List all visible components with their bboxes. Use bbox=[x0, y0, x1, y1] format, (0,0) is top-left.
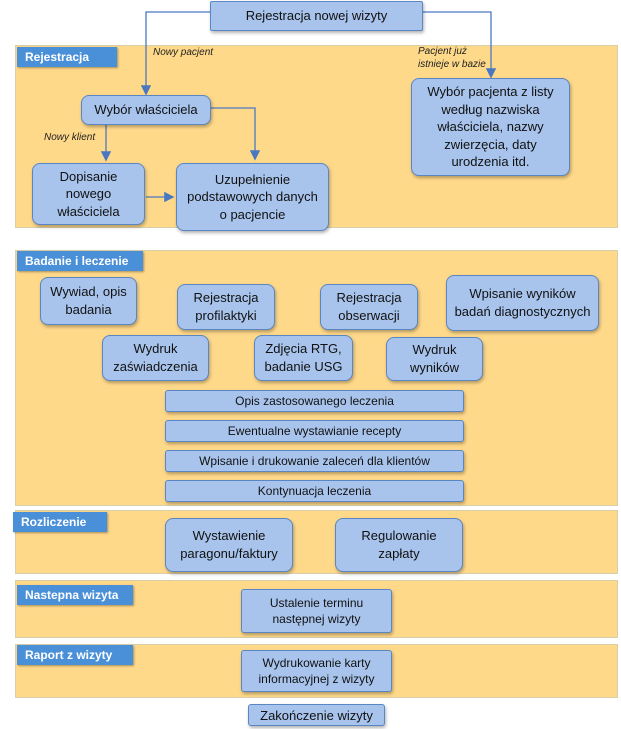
box-results-print: Wydruk wyników bbox=[386, 337, 483, 381]
branch-label-existing-patient: Pacjent już istnieje w bazie bbox=[418, 46, 486, 70]
arrow-to-owner-select bbox=[140, 11, 210, 96]
start-box-new-visit: Rejestracja nowej wizyty bbox=[210, 1, 423, 31]
arrow-to-patient-select bbox=[423, 11, 497, 79]
box-schedule-next-visit: Ustalenie terminu następnej wizyty bbox=[241, 589, 392, 633]
bar-continuation: Kontynuacja leczenia bbox=[165, 480, 464, 502]
section-title-exam: Badanie i leczenie bbox=[17, 251, 143, 271]
section-title-registration: Rejestracja bbox=[17, 47, 117, 67]
box-certificate: Wydruk zaświadczenia bbox=[102, 335, 209, 381]
box-prophylaxis: Rejestracja profilaktyki bbox=[177, 284, 275, 330]
box-add-owner: Dopisanie nowego właściciela bbox=[32, 163, 145, 225]
bar-treatment-description: Opis zastosowanego leczenia bbox=[165, 390, 464, 412]
box-patient-select: Wybór pacjenta z listy według nazwiska w… bbox=[411, 78, 570, 176]
section-title-next-visit: Nastepna wizyta bbox=[17, 585, 133, 605]
section-title-billing: Rozliczenie bbox=[13, 512, 107, 532]
bar-prescription: Ewentualne wystawianie recepty bbox=[165, 420, 464, 442]
box-owner-select: Wybór właściciela bbox=[81, 95, 211, 125]
box-print-info-card: Wydrukowanie karty informacyjnej z wizyt… bbox=[241, 650, 392, 692]
box-diag-results: Wpisanie wyników badań diagnostycznych bbox=[446, 275, 599, 331]
box-complete-patient: Uzupełnienie podstawowych danych o pacje… bbox=[176, 163, 329, 231]
box-invoice: Wystawienie paragonu/faktury bbox=[165, 518, 293, 572]
section-title-report: Raport z wizyty bbox=[17, 645, 133, 665]
box-observation: Rejestracja obserwacji bbox=[320, 284, 418, 330]
branch-label-new-client: Nowy klient bbox=[44, 132, 96, 143]
section-billing bbox=[15, 510, 618, 574]
branch-label-new-patient: Nowy pacjent bbox=[153, 47, 214, 58]
box-payment: Regulowanie zapłaty bbox=[335, 518, 463, 572]
box-interview: Wywiad, opis badania bbox=[40, 277, 137, 325]
box-end-visit: Zakończenie wizyty bbox=[248, 704, 385, 726]
bar-recommendations: Wpisanie i drukowanie zaleceń dla klient… bbox=[165, 450, 464, 472]
box-rtg-usg: Zdjęcia RTG, badanie USG bbox=[254, 335, 353, 381]
arrow-to-complete-patient bbox=[211, 107, 261, 161]
